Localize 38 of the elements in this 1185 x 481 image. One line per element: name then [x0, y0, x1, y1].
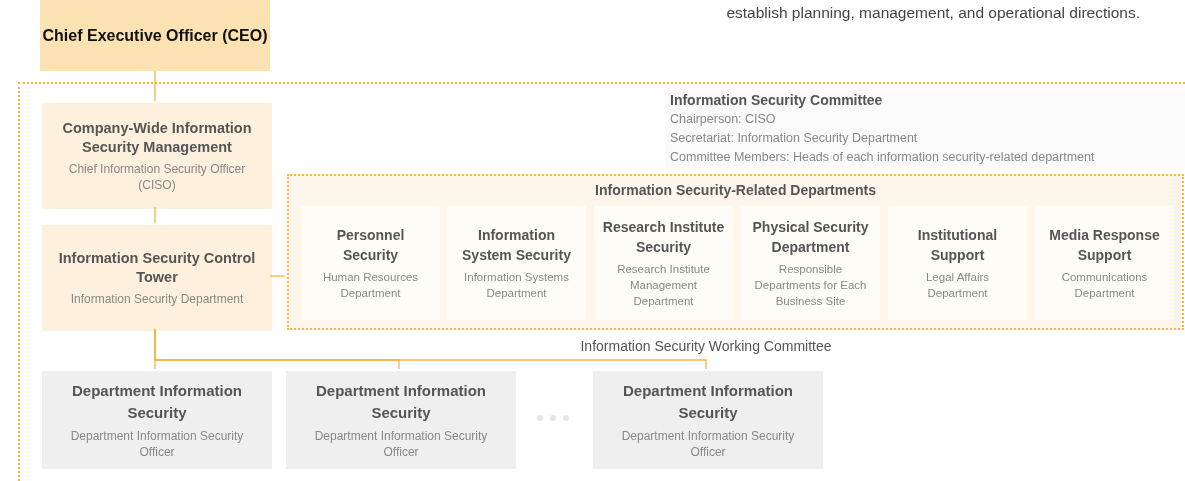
- node-subtitle: Department Information Security Officer: [313, 428, 489, 460]
- node-title: Department Information Security: [315, 381, 487, 423]
- departments-group: [287, 174, 1184, 330]
- connector-line: [154, 206, 156, 224]
- connector-line: [154, 328, 707, 370]
- connector-line: [154, 70, 156, 102]
- committee-title: Information Security Committee: [670, 91, 884, 110]
- node-subtitle: Chief Information Security Officer (CISO): [67, 161, 247, 193]
- node-title: Institutional Support: [916, 226, 999, 265]
- node-subtitle: Information Security Department: [70, 291, 244, 307]
- node-title: Information Security Control Tower: [57, 249, 257, 287]
- node-subtitle: Department Information Security Officer: [620, 428, 796, 460]
- committee-detail: Committee Members: Heads of each information security-related department: [670, 149, 1096, 166]
- management-box: [42, 103, 272, 209]
- node-title: Information System Security: [461, 226, 572, 265]
- node-title: Physical Security Department: [751, 218, 870, 257]
- node-subtitle: Information Systems Department: [463, 270, 570, 301]
- committee-detail: Chairperson: CISO: [670, 111, 777, 128]
- node-subtitle: Research Institute Management Department: [616, 262, 711, 309]
- connector-line: [269, 275, 286, 277]
- node-title: Company-Wide Information Security Management: [61, 119, 253, 157]
- management-box: [42, 225, 272, 331]
- committee-detail: Secretariat: Information Security Department: [670, 130, 919, 147]
- node-title: Personnel Security: [335, 226, 406, 265]
- committee-group: [18, 82, 1185, 481]
- node-title: Department Information Security: [71, 381, 243, 423]
- node-subtitle: Responsible Departments for Each Business Site: [753, 262, 868, 309]
- node-title: Research Institute Security: [602, 218, 725, 257]
- node-subtitle: Legal Affairs Department: [924, 270, 991, 301]
- node-subtitle: Communications Department: [1060, 270, 1149, 301]
- group-heading: Information Security-Related Departments: [594, 181, 877, 200]
- intro-text: establish planning, management, and operational directions.: [725, 3, 1140, 23]
- executive-box: [40, 0, 270, 71]
- node-subtitle: Department Information Security Officer: [69, 428, 245, 460]
- node-title: Department Information Security: [622, 381, 794, 423]
- node-title: Media Response Support: [1048, 226, 1161, 265]
- node-subtitle: Human Resources Department: [321, 270, 420, 301]
- node-title: Chief Executive Officer (CEO): [42, 26, 268, 46]
